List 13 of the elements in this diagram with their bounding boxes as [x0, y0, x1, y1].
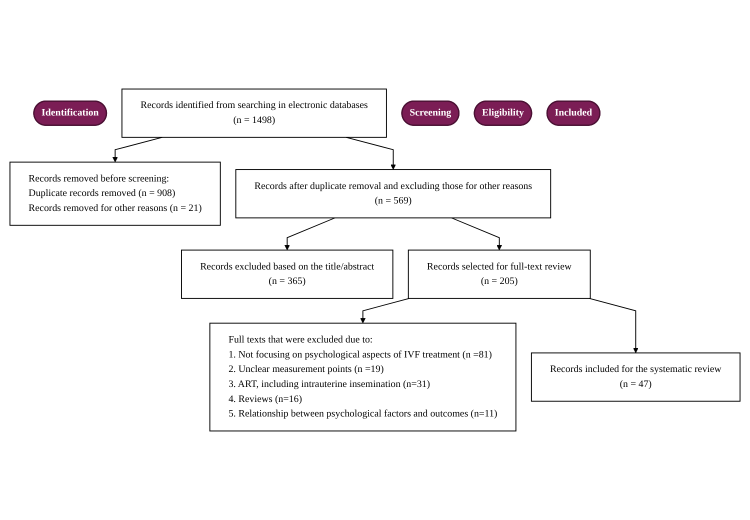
node-box: Records identified from searching in electronic databases (n = 1498)	[121, 88, 387, 138]
node-box: Records excluded based on the title/abstract (n = 365)	[181, 250, 394, 299]
node-box: Records selected for full-text review (n = 205)	[408, 250, 591, 299]
node-box: Records after duplicate removal and excluding those for other reasons (n = 569)	[235, 169, 552, 218]
arrow	[284, 217, 336, 250]
arrow	[589, 298, 638, 354]
arrow	[112, 136, 163, 162]
arrow	[346, 136, 396, 170]
arrow	[451, 217, 502, 250]
node-box: Records removed before screening: Duplicate records removed (n = 908) Records removed for other reasons (n = 21)	[10, 162, 221, 226]
node-box: Records included for the systematic review (n = 47)	[530, 352, 740, 402]
node-box: Full texts that were excluded due to: 1. Not focusing on psychological aspects of IVF treatment (n =81) 2. Unclear measurement points (n =19) 3. ART, including intrauterine insemination (n=31) 4. Reviews (n=16) 5. Relationship between psychological factors and outcomes (n=11)	[209, 322, 516, 432]
arrow	[360, 298, 410, 324]
